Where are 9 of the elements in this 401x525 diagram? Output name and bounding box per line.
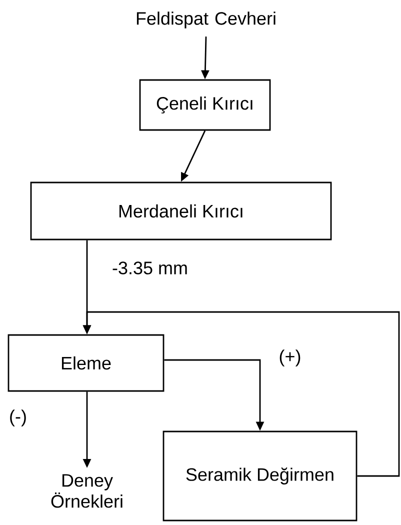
edge-label: (+) bbox=[278, 348, 302, 368]
process-box: Seramik Değirmen bbox=[162, 430, 358, 522]
process-box: Çeneli Kırıcı bbox=[139, 79, 271, 131]
flow-text: Deney Örnekleri bbox=[51, 474, 122, 508]
edge-label: (-) bbox=[8, 408, 28, 428]
process-box: Eleme bbox=[8, 334, 164, 392]
edge-label: -3.35 mm bbox=[111, 260, 189, 276]
process-box: Merdaneli Kırıcı bbox=[30, 182, 332, 240]
flow-text: Feldispat Cevheri bbox=[136, 12, 276, 28]
